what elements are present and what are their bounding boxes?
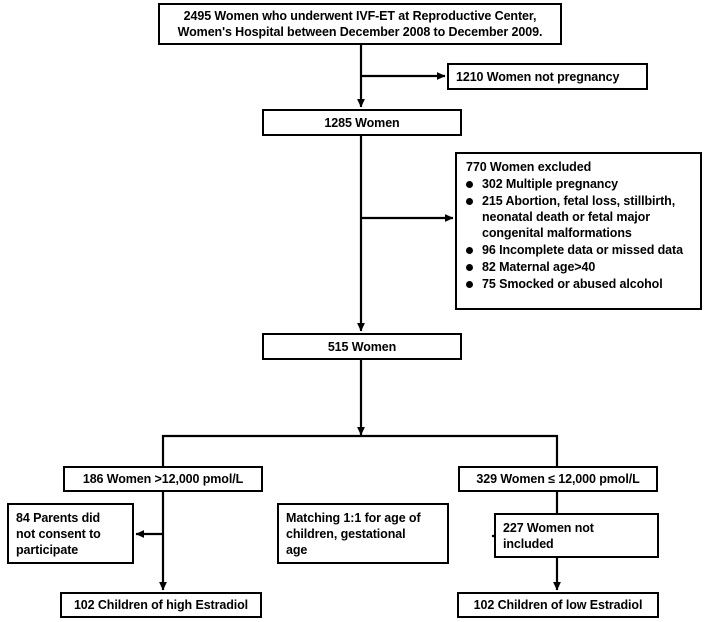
excluded-reason-list: 302 Multiple pregnancy 215 Abortion, fet… <box>464 176 693 292</box>
not-included-line-1: 227 Women not <box>503 520 594 535</box>
not-included-line-2: included <box>503 536 554 551</box>
matching-line-1: Matching 1:1 for age of <box>286 510 421 525</box>
low-estradiol-label: 329 Women ≤ 12,000 pmol/L <box>476 472 640 486</box>
no-consent-line-2: not consent to <box>16 526 101 541</box>
high-estradiol-label: 186 Women >12,000 pmol/L <box>82 472 244 486</box>
node-low-children: 102 Children of low Estradiol <box>457 592 659 618</box>
node-excluded: 770 Women excluded 302 Multiple pregnanc… <box>455 152 702 310</box>
node-eligible: 515 Women <box>262 333 462 360</box>
bullet-icon <box>466 247 473 254</box>
list-item: 302 Multiple pregnancy <box>464 176 693 192</box>
list-item: 75 Smocked or abused alcohol <box>464 276 693 292</box>
no-consent-line-1: 84 Parents did <box>16 510 101 525</box>
bullet-icon <box>466 181 473 188</box>
pregnant-label: 1285 Women <box>324 115 400 130</box>
node-no-consent: 84 Parents did not consent to participat… <box>7 503 134 564</box>
excluded-reason-text: 302 Multiple pregnancy <box>482 177 619 191</box>
list-item: 96 Incomplete data or missed data <box>464 242 693 258</box>
excluded-reason-text: 96 Incomplete data or missed data <box>482 243 683 257</box>
node-not-included: 227 Women not included <box>494 513 659 558</box>
low-children-label: 102 Children of low Estradiol <box>473 598 643 612</box>
node-enrolled-cohort: 2495 Women who underwent IVF-ET at Repro… <box>158 3 562 45</box>
node-high-estradiol: 186 Women >12,000 pmol/L <box>63 466 263 492</box>
node-matching: Matching 1:1 for age of children, gestat… <box>277 503 449 564</box>
list-item: 82 Maternal age>40 <box>464 259 693 275</box>
matching-line-3: age <box>286 542 308 557</box>
enrolled-line-1: 2495 Women who underwent IVF-ET at Repro… <box>183 9 537 23</box>
bullet-icon <box>466 264 473 271</box>
enrolled-line-2: Women's Hospital between December 2008 t… <box>177 25 543 39</box>
node-high-children: 102 Children of high Estradiol <box>60 592 262 618</box>
no-consent-line-3: participate <box>16 542 79 557</box>
excluded-reason-text: 75 Smocked or abused alcohol <box>482 277 663 291</box>
bullet-icon <box>466 198 473 205</box>
not-pregnant-label: 1210 Women not pregnancy <box>456 69 620 84</box>
bullet-icon <box>466 281 473 288</box>
matching-line-2: children, gestational <box>286 526 406 541</box>
node-pregnant: 1285 Women <box>262 109 462 136</box>
high-children-label: 102 Children of high Estradiol <box>73 598 249 612</box>
node-not-pregnant: 1210 Women not pregnancy <box>447 63 648 90</box>
eligible-label: 515 Women <box>327 339 397 354</box>
excluded-reason-text: 215 Abortion, fetal loss, stillbirth, ne… <box>482 194 676 240</box>
node-low-estradiol: 329 Women ≤ 12,000 pmol/L <box>458 466 658 492</box>
excluded-title: 770 Women excluded <box>466 160 592 174</box>
excluded-reason-text: 82 Maternal age>40 <box>482 260 596 274</box>
list-item: 215 Abortion, fetal loss, stillbirth, ne… <box>464 193 693 241</box>
